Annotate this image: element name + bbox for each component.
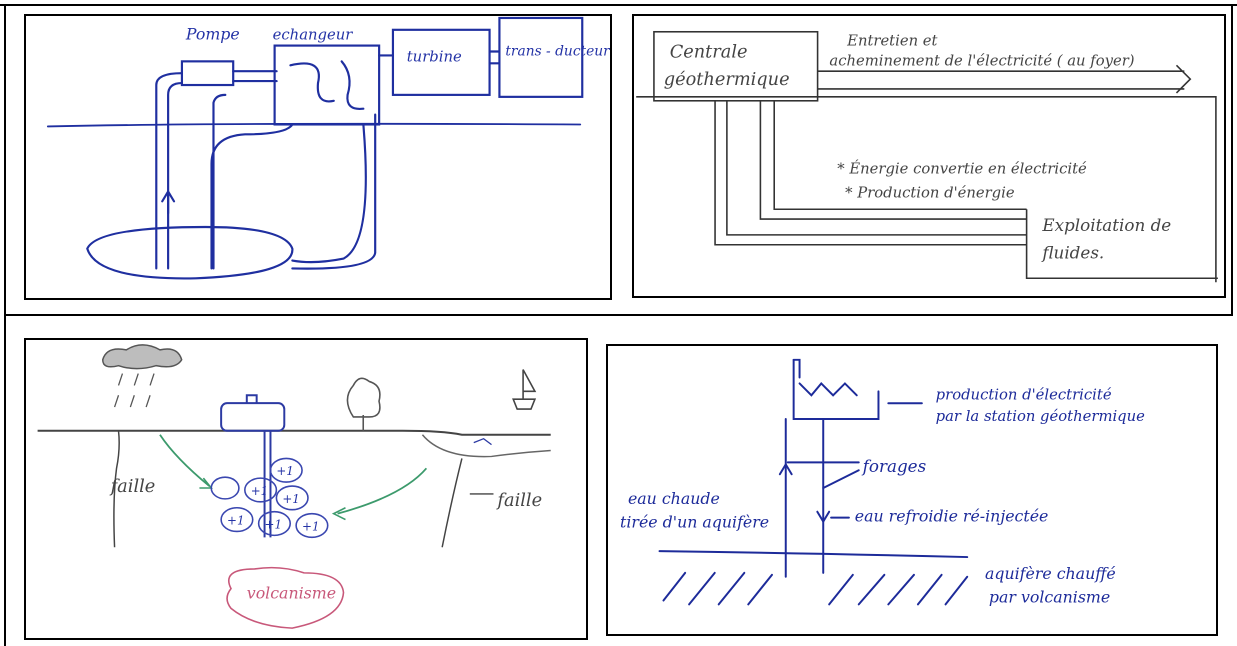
transducteur-label: trans - ducteur <box>505 43 610 59</box>
sketch-panel-forages: production d'électricité par la station … <box>606 344 1218 636</box>
tree-icon <box>346 377 381 431</box>
house-icon <box>220 394 286 538</box>
centrale-label-2: géothermique <box>664 69 790 90</box>
aquifere-label-1: aquifère chauffé <box>985 564 1116 583</box>
plus-sign: +1 <box>251 484 268 498</box>
entretien-label-1: Entretien et <box>846 33 937 50</box>
pompe-label: Pompe <box>185 25 240 44</box>
faille-right-label: faille <box>495 491 542 511</box>
turbine-label: turbine <box>407 48 462 65</box>
eau-chaude-label-1: eau chaude <box>628 489 720 508</box>
plus-sign: +1 <box>276 464 293 478</box>
bullet-energie: * Énergie convertie en électricité <box>837 160 1087 178</box>
eau-chaude-label-2: tirée d'un aquifère <box>620 512 769 531</box>
volcanisme-label: volcanisme <box>247 584 336 603</box>
bullet-production: * Production d'énergie <box>845 184 1015 201</box>
faille-left-label: faille <box>109 477 156 497</box>
sketch-panel-volcanism: +1 +1 +1 +1 +1 +1 faille faille volcanis… <box>24 338 588 640</box>
plus-sign: +1 <box>265 517 282 531</box>
centrale-label-1: Centrale <box>670 42 748 62</box>
plus-sign: +1 <box>227 514 244 528</box>
exploitation-label-2: fluides. <box>1040 243 1104 263</box>
entretien-label-2: acheminement de l'électricité ( au foyer… <box>829 52 1134 69</box>
plus-sign: +1 <box>282 492 299 506</box>
plus-sign: +1 <box>302 519 319 533</box>
cloud-icon <box>101 344 183 408</box>
sketch-panel-geothermal-loop: Pompe echangeur turbine trans - ducteur <box>24 14 612 300</box>
boat-icon <box>512 369 537 410</box>
forages-label: forages <box>861 456 927 476</box>
echangeur-label: echangeur <box>273 27 354 44</box>
loop-sketch: Pompe echangeur turbine trans - ducteur <box>46 16 610 280</box>
aquifere-label-2: par volcanisme <box>989 587 1110 606</box>
production-label-1: production d'électricité <box>936 386 1112 403</box>
forages-sketch: production d'électricité par la station … <box>620 358 1146 606</box>
volcanism-sketch: +1 +1 +1 +1 +1 +1 faille faille volcanis… <box>37 344 551 629</box>
volcanisme-outline <box>226 566 345 629</box>
eau-refroidie-label: eau refroidie ré-injectée <box>855 507 1049 526</box>
frame-mid-line <box>4 314 1233 316</box>
exploitation-label-1: Exploitation de <box>1041 215 1171 235</box>
frame-top-line <box>0 4 1237 6</box>
frame-right-line <box>1231 4 1233 314</box>
centrale-sketch: Centrale géothermique Entretien et achem… <box>636 30 1218 283</box>
frame-left-line <box>4 4 6 646</box>
production-label-2: par la station géothermique <box>936 408 1146 425</box>
sketch-panel-centrale-flow: Centrale géothermique Entretien et achem… <box>632 14 1226 298</box>
